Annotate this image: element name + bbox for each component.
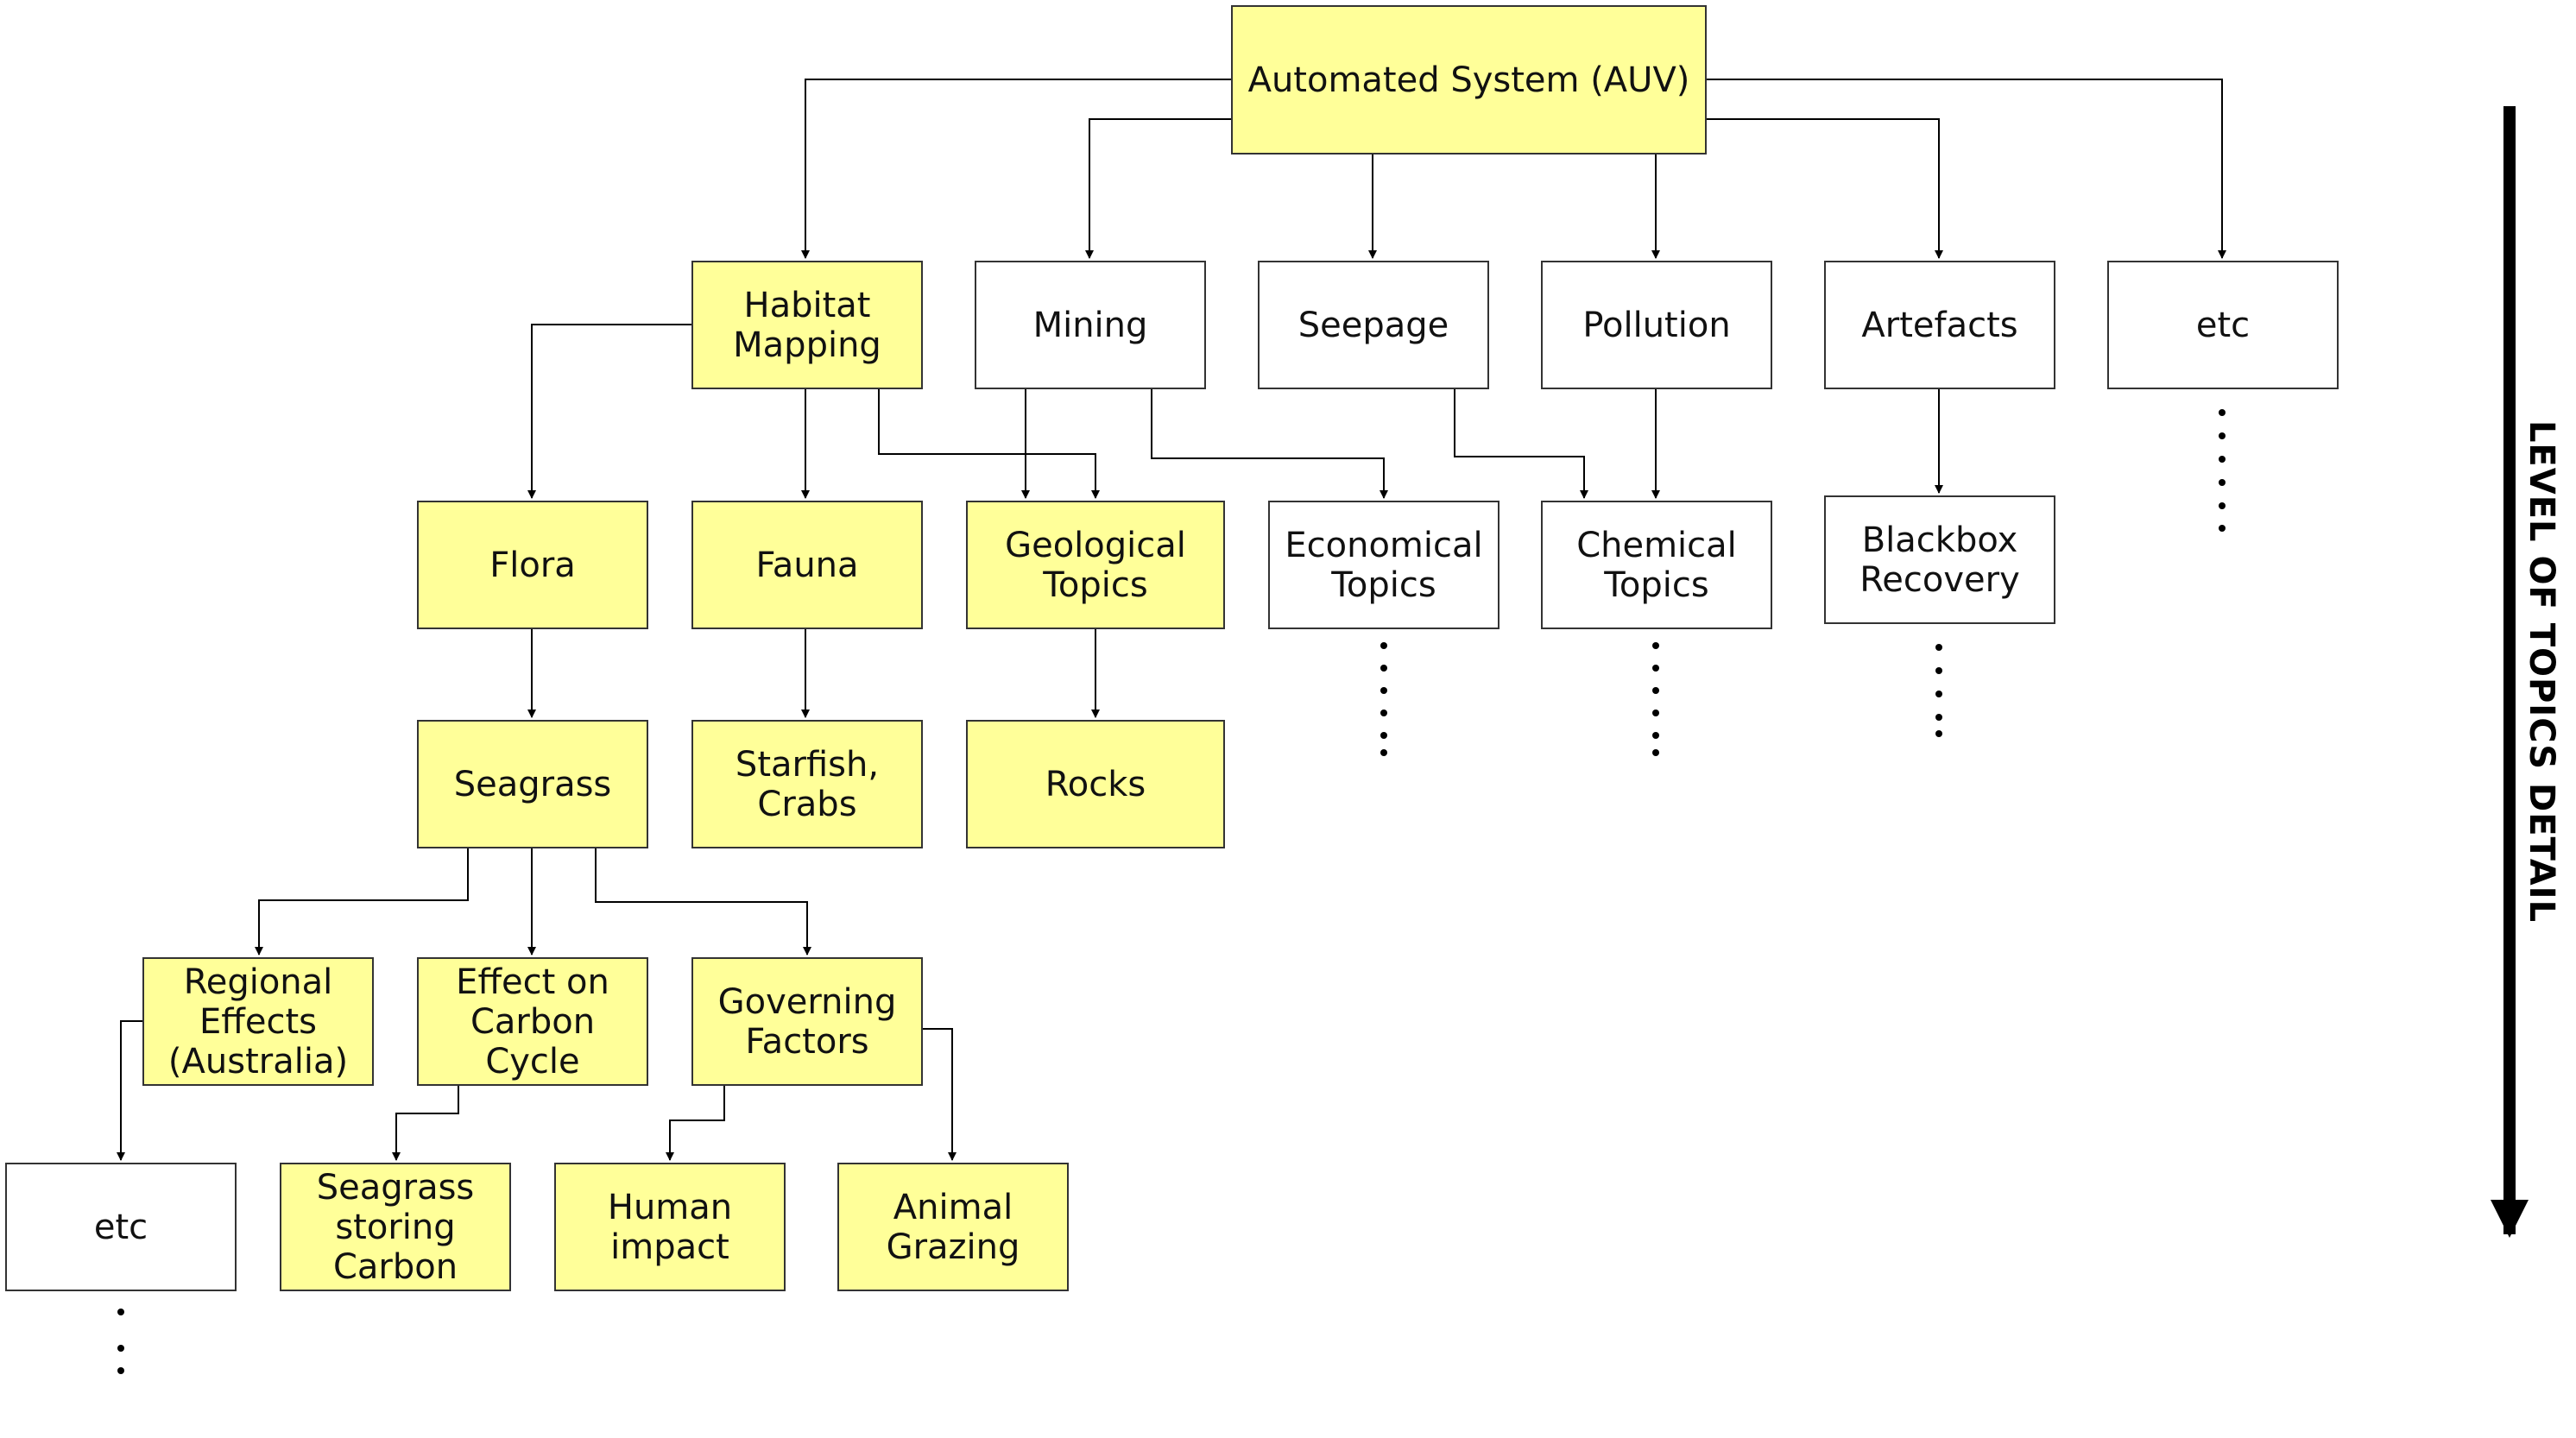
edge-regional-to-etc bbox=[117, 1020, 142, 1161]
node-flora: Flora bbox=[417, 501, 648, 629]
dot-chemical-4 bbox=[1652, 732, 1659, 739]
dot-economical-5 bbox=[1380, 749, 1387, 756]
dot-chemical-3 bbox=[1652, 710, 1659, 716]
dot-etc-bottom-1 bbox=[117, 1345, 124, 1352]
node-automated-system: Automated System (AUV) bbox=[1231, 5, 1707, 155]
edge-seagrass-to-governing bbox=[595, 848, 811, 956]
edge-governing-to-human bbox=[666, 1086, 725, 1161]
dot-economical-4 bbox=[1380, 732, 1387, 739]
dot-economical-3 bbox=[1380, 710, 1387, 716]
dot-chemical-0 bbox=[1652, 642, 1659, 649]
edge-mining-to-economical bbox=[1151, 389, 1388, 499]
edge-auv-to-mining bbox=[1085, 118, 1231, 259]
node-geological-topics: Geological Topics bbox=[966, 501, 1225, 629]
edge-habitat-to-geological bbox=[878, 389, 1100, 499]
dot-blackbox-0 bbox=[1935, 644, 1942, 651]
edge-carbon-to-seagrass-carbon bbox=[392, 1086, 459, 1161]
dot-economical-2 bbox=[1380, 687, 1387, 694]
edge-habitat-to-flora bbox=[527, 324, 691, 499]
node-effect-on-carbon-cycle: Effect on Carbon Cycle bbox=[417, 957, 648, 1086]
edge-seepage-to-chemical bbox=[1454, 389, 1588, 499]
dot-economical-0 bbox=[1380, 642, 1387, 649]
node-blackbox-recovery: Blackbox Recovery bbox=[1824, 495, 2055, 624]
node-chemical-topics: Chemical Topics bbox=[1541, 501, 1772, 629]
node-etc-bottom: etc bbox=[5, 1163, 237, 1291]
node-seepage: Seepage bbox=[1258, 261, 1489, 389]
node-mining: Mining bbox=[975, 261, 1206, 389]
dot-blackbox-3 bbox=[1935, 714, 1942, 721]
dot-etc-top-3 bbox=[2219, 479, 2226, 486]
node-economical-topics: Economical Topics bbox=[1268, 501, 1500, 629]
node-governing-factors: Governing Factors bbox=[691, 957, 923, 1086]
node-human-impact: Human impact bbox=[554, 1163, 786, 1291]
dot-etc-top-1 bbox=[2219, 432, 2226, 439]
edge-auv-to-etc-top bbox=[1707, 79, 2226, 259]
edge-seagrass-to-regional bbox=[255, 848, 469, 956]
node-starfish-crabs: Starfish, Crabs bbox=[691, 720, 923, 848]
dot-etc-top-5 bbox=[2219, 525, 2226, 532]
dot-etc-bottom-2 bbox=[117, 1367, 124, 1374]
node-habitat-mapping: Habitat Mapping bbox=[691, 261, 923, 389]
dot-chemical-5 bbox=[1652, 749, 1659, 756]
node-pollution: Pollution bbox=[1541, 261, 1772, 389]
edge-governing-to-grazing bbox=[923, 1028, 957, 1161]
dot-etc-top-4 bbox=[2219, 502, 2226, 509]
dot-blackbox-4 bbox=[1935, 730, 1942, 737]
node-seagrass-storing-carbon: Seagrass storing Carbon bbox=[280, 1163, 511, 1291]
dot-chemical-2 bbox=[1652, 687, 1659, 694]
node-fauna: Fauna bbox=[691, 501, 923, 629]
dot-economical-1 bbox=[1380, 665, 1387, 672]
dot-blackbox-1 bbox=[1935, 667, 1942, 674]
node-rocks: Rocks bbox=[966, 720, 1225, 848]
node-artefacts: Artefacts bbox=[1824, 261, 2055, 389]
edge-auv-to-artefacts bbox=[1707, 118, 1943, 259]
dot-chemical-1 bbox=[1652, 665, 1659, 672]
dot-blackbox-2 bbox=[1935, 691, 1942, 697]
node-regional-effects: Regional Effects (Australia) bbox=[142, 957, 374, 1086]
detail-level-label: LEVEL OF TOPICS DETAIL bbox=[2522, 419, 2561, 924]
continuation-dots-group bbox=[117, 409, 2226, 1374]
node-animal-grazing: Animal Grazing bbox=[837, 1163, 1069, 1291]
edge-auv-to-habitat bbox=[801, 79, 1231, 259]
dot-etc-top-0 bbox=[2219, 409, 2226, 416]
node-etc-top: etc bbox=[2107, 261, 2339, 389]
edge-group bbox=[117, 79, 2226, 1161]
dot-etc-bottom-0 bbox=[117, 1309, 124, 1315]
dot-etc-top-2 bbox=[2219, 456, 2226, 463]
node-seagrass: Seagrass bbox=[417, 720, 648, 848]
